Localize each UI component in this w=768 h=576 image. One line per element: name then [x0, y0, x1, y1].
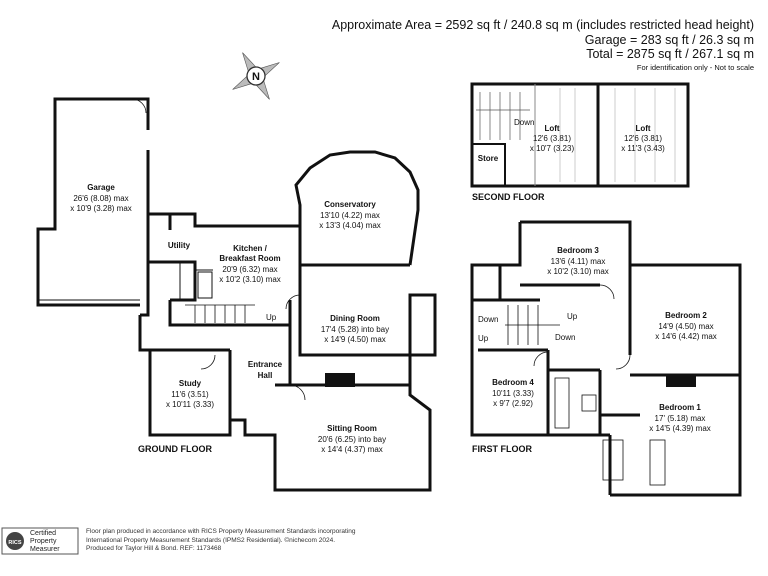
bed1-dim2: x 14'5 (4.39) max — [649, 424, 711, 433]
ground-floor-plan — [36, 97, 437, 492]
bed4-dim2: x 9'7 (2.92) — [493, 399, 533, 408]
second-floor-plan — [470, 82, 690, 188]
rics-logo-text: RICS — [8, 540, 21, 546]
hall-label: Entrance — [248, 360, 283, 369]
sitting-dim2: x 14'4 (4.37) max — [321, 445, 383, 454]
second-stairs-down-label: Down — [514, 118, 534, 127]
dining-dim1: 17'4 (5.28) into bay — [321, 325, 389, 334]
first-floor-plan — [470, 220, 742, 497]
bed2-label: Bedroom 2 — [665, 311, 707, 320]
first-stairs-down-mid: Down — [555, 333, 575, 342]
garage-dim2: x 10'9 (3.28) max — [70, 204, 132, 213]
first-stairs-up-left: Up — [478, 334, 489, 343]
garage-walls — [36, 97, 140, 307]
bed2-dim1: 14'9 (4.50) max — [658, 322, 713, 331]
loft2-dim2: x 11'3 (3.43) — [621, 144, 665, 153]
second-floor-labels: Down Loft 12'6 (3.81) x 10'7 (3.23) Loft… — [472, 118, 665, 202]
bed4-label: Bedroom 4 — [492, 378, 534, 387]
first-floor-title: FIRST FLOOR — [472, 444, 532, 454]
compass-icon: N — [232, 52, 280, 100]
total-area-text: Total = 2875 sq ft / 267.1 sq m — [586, 47, 754, 61]
loft1-dim2: x 10'7 (3.23) — [530, 144, 575, 153]
first-floor-labels: Bedroom 3 13'6 (4.11) max x 10'2 (3.10) … — [472, 246, 717, 454]
badge-line-2: Property — [30, 538, 57, 545]
bed4-dim1: 10'11 (3.33) — [492, 389, 534, 398]
study-label: Study — [179, 379, 202, 388]
store-label: Store — [478, 154, 499, 163]
conservatory-walls — [294, 150, 420, 266]
loft1-dim1: 12'6 (3.81) — [533, 134, 571, 143]
compass-label: N — [252, 71, 260, 83]
rics-badge-text: Certified Property Measurer — [30, 530, 60, 554]
study-dim1: 11'6 (3.51) — [171, 390, 209, 399]
garage-label: Garage — [87, 183, 115, 192]
hall-label-2: Hall — [258, 371, 273, 380]
bed3-dim2: x 10'2 (3.10) max — [547, 267, 609, 276]
dining-label: Dining Room — [330, 314, 380, 323]
kitchen-label-2: Breakfast Room — [219, 254, 280, 263]
first-stairs-up-mid: Up — [567, 312, 578, 321]
ground-stairs-up-label: Up — [266, 313, 277, 322]
garage-dim1: 26'6 (8.08) max — [73, 194, 128, 203]
bed1-dim1: 17' (5.18) max — [655, 414, 706, 423]
identification-note: For identification only - Not to scale — [636, 63, 754, 72]
bed3-label: Bedroom 3 — [557, 246, 599, 255]
first-stairs-down-left: Down — [478, 315, 498, 324]
second-floor-title: SECOND FLOOR — [472, 192, 545, 202]
bed1-label: Bedroom 1 — [659, 403, 701, 412]
badge-line-3: Measurer — [30, 546, 60, 553]
loft2-label: Loft — [635, 124, 650, 133]
kitchen-dim1: 20'9 (6.32) max — [222, 265, 277, 274]
approximate-area-text: Approximate Area = 2592 sq ft / 240.8 sq… — [331, 18, 754, 32]
loft1-label: Loft — [544, 124, 559, 133]
conservatory-dim2: x 13'3 (4.04) max — [319, 221, 381, 230]
conservatory-dim1: 13'10 (4.22) max — [320, 211, 380, 220]
dining-dim2: x 14'9 (4.50) max — [324, 335, 386, 344]
kitchen-label: Kitchen / — [233, 244, 268, 253]
footer-line-1: Floor plan produced in accordance with R… — [86, 528, 356, 535]
loft2-dim1: 12'6 (3.81) — [624, 134, 662, 143]
bed2-dim2: x 14'6 (4.42) max — [655, 332, 717, 341]
footer-line-3: Produced for Taylor Hill & Bond. REF: 11… — [86, 545, 222, 552]
badge-line-1: Certified — [30, 530, 57, 537]
footer-text: Floor plan produced in accordance with R… — [86, 528, 356, 554]
sitting-dim1: 20'6 (6.25) into bay — [318, 435, 386, 444]
footer-line-2: International Property Measurement Stand… — [86, 536, 336, 544]
garage-area-text: Garage = 283 sq ft / 26.3 sq m — [584, 33, 754, 47]
rics-badge: RICS — [1, 527, 79, 555]
ground-floor-labels: Garage 26'6 (8.08) max x 10'9 (3.28) max… — [70, 183, 389, 454]
conservatory-label: Conservatory — [324, 200, 376, 209]
sitting-label: Sitting Room — [327, 424, 377, 433]
ground-floor-title: GROUND FLOOR — [138, 444, 212, 454]
utility-label: Utility — [168, 241, 191, 250]
bed3-dim1: 13'6 (4.11) max — [551, 257, 606, 266]
kitchen-dim2: x 10'2 (3.10) max — [219, 275, 281, 284]
study-dim2: x 10'11 (3.33) — [166, 400, 214, 409]
